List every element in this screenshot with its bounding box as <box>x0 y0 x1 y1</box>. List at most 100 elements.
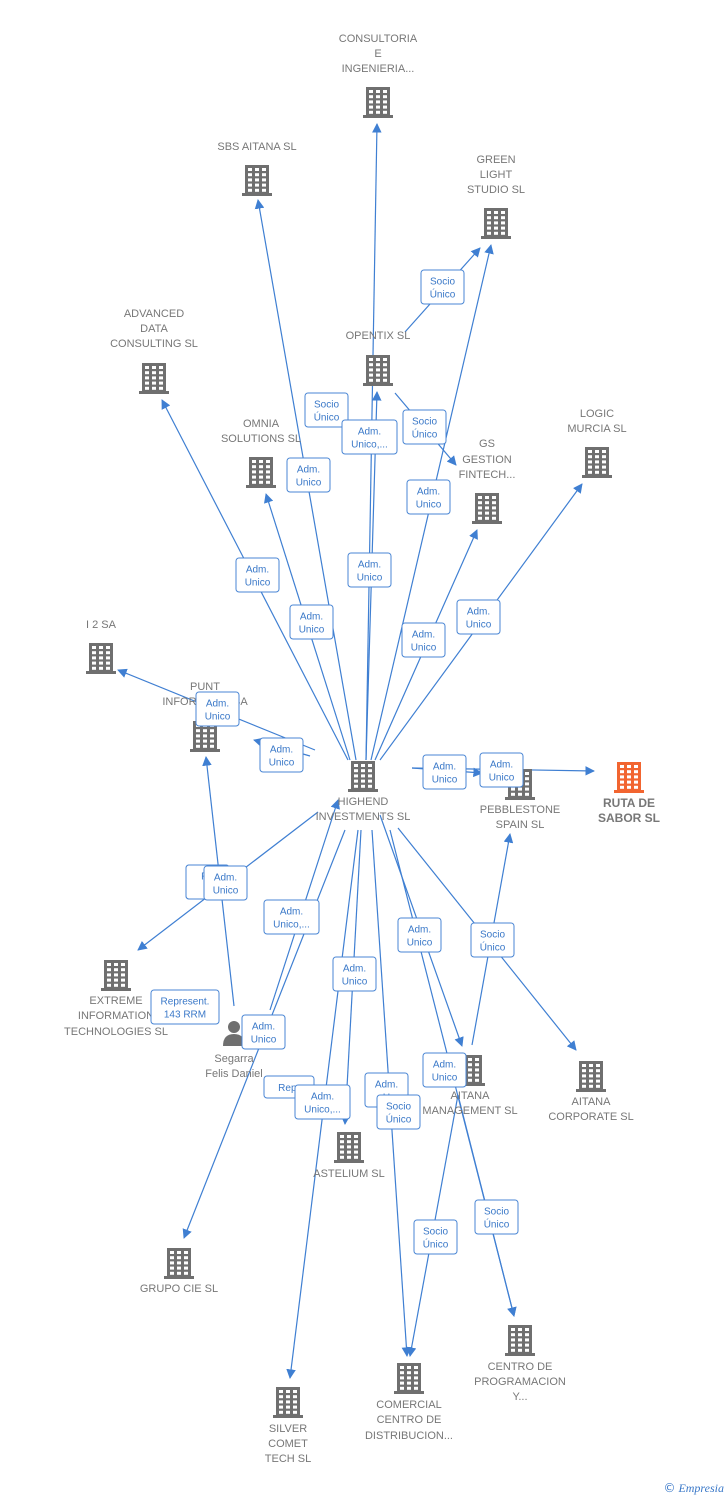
edge-label[interactable]: Adm.Unico <box>195 691 240 727</box>
edge-label[interactable]: Adm.Unico <box>259 737 304 773</box>
building-icon[interactable] <box>394 1363 424 1394</box>
node-label-line: SBS AITANA SL <box>217 141 296 153</box>
edge-label-text: 143 RRM <box>164 1010 206 1021</box>
building-icon[interactable] <box>139 363 169 394</box>
edge-label-text: Único <box>386 1113 412 1126</box>
building-icon[interactable] <box>101 960 131 991</box>
edge-label-text: Socio <box>423 1227 448 1238</box>
node-label-line: FINTECH... <box>459 469 516 481</box>
person-icon[interactable] <box>223 1021 245 1046</box>
node-sbs[interactable]: SBS AITANA SL <box>217 141 297 196</box>
edge-label-text: Unico <box>251 1035 277 1046</box>
node-grupo_cie[interactable]: GRUPO CIE SL <box>140 1248 218 1295</box>
edge-label[interactable]: Adm. Unico <box>332 956 377 992</box>
building-icon[interactable] <box>582 447 612 478</box>
edge-label-text: Socio <box>430 277 455 288</box>
node-label-line: CORPORATE SL <box>548 1111 633 1123</box>
building-icon[interactable] <box>363 355 393 386</box>
node-label-line: Y... <box>512 1391 527 1403</box>
edge-label-text: Adm. <box>408 925 431 936</box>
node-label-line: CENTRO DE <box>377 1414 442 1426</box>
edge-label[interactable]: Adm.Unico <box>203 865 248 901</box>
building-icon[interactable] <box>614 762 644 793</box>
building-icon[interactable] <box>505 1325 535 1356</box>
edge-label-text: Adm. <box>270 745 293 756</box>
edge-label-text: Unico <box>299 625 325 636</box>
node-astelium[interactable]: ASTELIUM SL <box>313 1132 385 1180</box>
building-icon[interactable] <box>363 87 393 118</box>
edge-label-text: Unico <box>342 977 368 988</box>
edge-label[interactable]: Adm.Unico <box>422 1052 467 1088</box>
edge-label-text: Único <box>412 428 438 441</box>
building-icon[interactable] <box>348 761 378 792</box>
brand-footer[interactable]: © Empresia <box>663 1481 724 1496</box>
node-label-line: CONSULTORIA <box>339 33 418 45</box>
building-icon[interactable] <box>246 457 276 488</box>
building-icon[interactable] <box>242 165 272 196</box>
edge-label-text: Unico <box>416 500 442 511</box>
edge-label-text: Unico <box>205 712 231 723</box>
building-icon[interactable] <box>164 1248 194 1279</box>
building-icon[interactable] <box>472 493 502 524</box>
node-label-line: HIGHEND <box>338 796 389 808</box>
node-label-line: COMET <box>268 1438 308 1450</box>
building-icon[interactable] <box>576 1061 606 1092</box>
node-centro_prog[interactable]: CENTRO DEPROGRAMACIONY... <box>474 1325 566 1403</box>
edge-label-text: Unico <box>489 773 515 784</box>
edge-label-text: Adm. <box>252 1022 275 1033</box>
edge-label[interactable]: Adm.Unico <box>289 604 334 640</box>
edge-label-text: Adm. <box>297 465 320 476</box>
edge-label[interactable]: Adm.Unico <box>479 752 524 788</box>
edge-label[interactable]: Adm.Unico,... <box>263 899 320 935</box>
edge-label-text: Adm. <box>433 762 456 773</box>
edge-label-text: Adm. <box>214 873 237 884</box>
edge-label-text: Unico <box>245 578 271 589</box>
node-opentix[interactable]: OPENTIX SL <box>346 330 411 386</box>
node-consultoria[interactable]: CONSULTORIAEINGENIERIA... <box>339 33 418 118</box>
building-icon[interactable] <box>334 1132 364 1163</box>
building-icon[interactable] <box>481 208 511 239</box>
edge-label[interactable]: Adm. Unico <box>241 1014 286 1050</box>
edge-label[interactable]: Adm.Unico <box>286 457 331 493</box>
edge-label[interactable]: Represent.143 RRM <box>150 989 220 1025</box>
node-i2[interactable]: I 2 SA <box>86 619 117 674</box>
node-label-line: COMERCIAL <box>376 1399 441 1411</box>
building-icon[interactable] <box>273 1387 303 1418</box>
node-label-line: PROGRAMACION <box>474 1376 566 1388</box>
node-gs[interactable]: GSGESTIONFINTECH... <box>459 438 516 524</box>
edge-label-text: Adm. <box>343 964 366 975</box>
edge-label[interactable]: Adm.Unico <box>456 599 501 635</box>
edge-label[interactable]: Adm.Unico <box>401 622 446 658</box>
edge-label[interactable]: Adm.Unico <box>347 552 392 588</box>
building-icon[interactable] <box>86 643 116 674</box>
node-label-line: PEBBLESTONE <box>480 804 561 816</box>
edge-label[interactable]: Adm.Unico <box>406 479 451 515</box>
node-label-line: GRUPO CIE SL <box>140 1283 218 1295</box>
edge-label[interactable]: Adm.Unico <box>397 917 442 953</box>
edge-label[interactable]: Adm.Unico,... <box>341 419 398 455</box>
edge-label-text: Unico <box>432 775 458 786</box>
edge-label[interactable]: Adm.Unico,... <box>294 1084 351 1120</box>
edge-label[interactable]: Adm. Unico <box>422 754 467 790</box>
edge-labels-layer: SocioÚnicoSocioÚnicoAdm.Unico,...SocioÚn… <box>150 269 524 1255</box>
node-label-line: OMNIA <box>243 418 280 430</box>
edge-label[interactable]: Adm.Unico <box>235 557 280 593</box>
